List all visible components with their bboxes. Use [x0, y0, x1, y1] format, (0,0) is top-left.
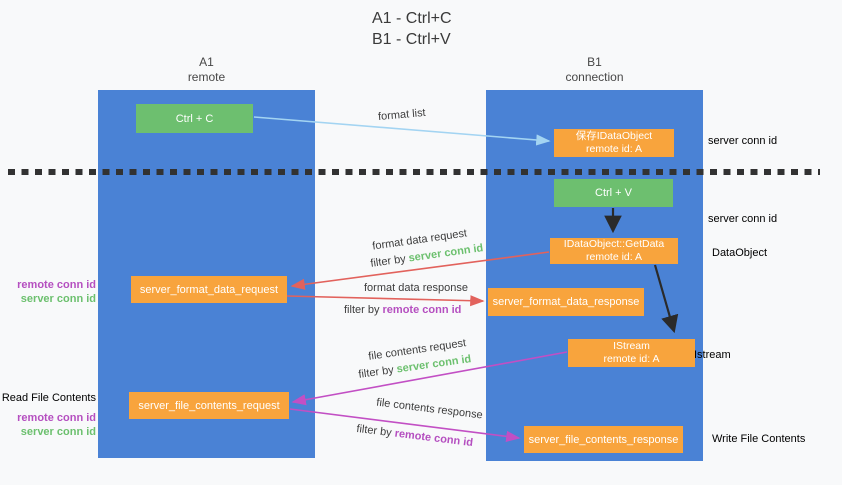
node-server-format-data-request: server_format_data_request	[131, 276, 287, 303]
flow-label-file-contents-response: file contents response	[375, 396, 484, 422]
filter-by-text: filter by	[355, 422, 393, 440]
node-file-request-label: server_file_contents_request	[138, 399, 280, 412]
node-save-idataobject-line1: 保存IDataObject	[575, 130, 653, 142]
right-server-conn-id-mid: server conn id	[708, 213, 778, 225]
left-lane-header: A1 remote	[98, 55, 315, 85]
right-server-conn-id-top: server conn id	[708, 135, 778, 147]
dataobject-label: DataObject	[712, 247, 768, 259]
node-format-response-label: server_format_data_response	[492, 296, 640, 308]
flow-label-format-list: format list	[377, 106, 427, 124]
node-getdata-line1: IDataObject::GetData	[563, 238, 665, 250]
title-line-1: A1 - Ctrl+C	[372, 10, 452, 27]
filter-by-text: filter by	[369, 253, 407, 270]
node-ctrl-v-label: Ctrl + V	[595, 187, 632, 199]
left-remote-conn-id: remote conn id	[17, 279, 96, 291]
machine-boundary-dotted-line	[8, 169, 820, 175]
node-ctrl-c-label: Ctrl + C	[175, 112, 214, 125]
write-file-contents-label: Write File Contents	[712, 433, 806, 445]
node-file-response-label: server_file_contents_response	[528, 433, 679, 446]
node-istream: IStream remote id: A	[568, 339, 695, 367]
node-getdata-line2: remote id: A	[585, 251, 643, 263]
flow-label-filter-remote-2: filter by remote conn id	[356, 423, 474, 449]
node-istream-line1: IStream	[613, 340, 650, 352]
node-server-file-contents-response: server_file_contents_response	[524, 426, 683, 453]
istream-label: Istream	[694, 349, 731, 361]
right-lane-name: B1	[587, 55, 602, 69]
node-istream-line2: remote id: A	[603, 353, 660, 365]
left-conn-id-block-2: remote conn id server conn id	[0, 411, 96, 439]
remote-conn-id-text: remote conn id	[393, 427, 474, 450]
node-format-request-label: server_format_data_request	[139, 283, 279, 296]
left-server-conn-id: server conn id	[20, 293, 96, 305]
left-lane-role: remote	[187, 70, 226, 84]
filter-by-text: filter by	[357, 364, 395, 381]
right-lane-header: B1 connection	[486, 55, 703, 85]
flow-label-format-data-response: format data response	[364, 282, 468, 294]
right-lane-role: connection	[565, 70, 624, 84]
diagram-title: A1 - Ctrl+C B1 - Ctrl+V	[372, 8, 452, 50]
left-remote-conn-id-2: remote conn id	[17, 412, 96, 424]
node-server-file-contents-request: server_file_contents_request	[129, 392, 289, 419]
left-conn-id-block-1: remote conn id server conn id	[0, 278, 96, 306]
node-server-format-data-response: server_format_data_response	[488, 288, 644, 316]
node-save-idataobject-line2: remote id: A	[585, 143, 643, 155]
arrow-format-data-response	[286, 295, 485, 307]
node-ctrl-c: Ctrl + C	[136, 104, 253, 133]
node-save-idataobject: 保存IDataObject remote id: A	[554, 129, 674, 157]
read-file-contents-label: Read File Contents	[1, 392, 96, 404]
filter-by-text: filter by	[344, 304, 380, 316]
flow-label-filter-remote-1: filter by remote conn id	[344, 304, 461, 316]
node-ctrl-v: Ctrl + V	[554, 179, 673, 207]
node-idataobject-getdata: IDataObject::GetData remote id: A	[550, 238, 678, 264]
left-lane-name: A1	[199, 55, 214, 69]
title-line-2: B1 - Ctrl+V	[372, 31, 451, 48]
remote-conn-id-text: remote conn id	[382, 304, 462, 316]
left-server-conn-id-2: server conn id	[20, 426, 96, 438]
